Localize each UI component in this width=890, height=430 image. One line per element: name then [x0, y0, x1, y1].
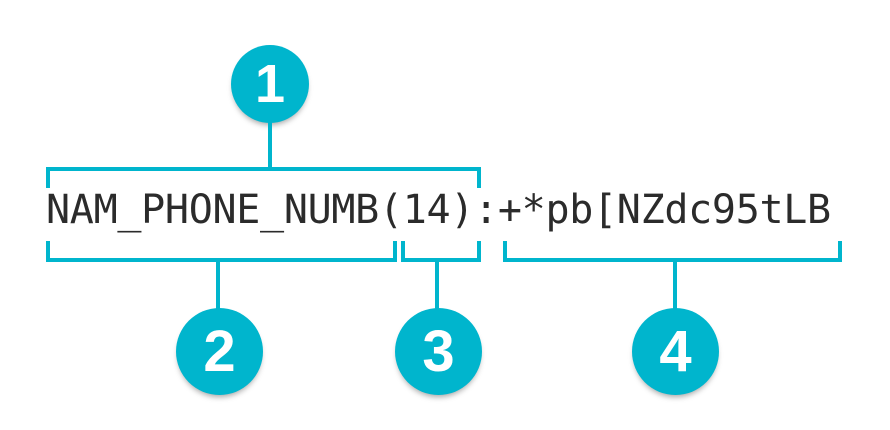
- callout-1-number: 1: [254, 54, 286, 114]
- bracket-length: [401, 241, 481, 262]
- bracket-value: [503, 241, 842, 262]
- callout-1-badge: 1: [231, 45, 309, 123]
- callout-1-connector-line: [268, 120, 272, 168]
- record-string: NAM_PHONE_NUMB(14):+*pb[NZdc95tLB: [46, 188, 831, 232]
- callout-2-badge: 2: [176, 308, 263, 395]
- callout-4-badge: 4: [632, 308, 719, 395]
- callout-3-badge: 3: [395, 308, 482, 395]
- value-text: +*pb[NZdc95tLB: [497, 187, 831, 233]
- callout-2-connector-line: [216, 261, 220, 309]
- callout-2-number: 2: [203, 318, 236, 384]
- callout-3-number: 3: [422, 318, 455, 384]
- callout-3-connector-line: [435, 261, 439, 309]
- callout-4-connector-line: [673, 261, 677, 309]
- length-text: (14): [378, 187, 475, 233]
- separator-text: :: [474, 187, 498, 233]
- callout-4-number: 4: [659, 318, 692, 384]
- field-name-text: NAM_PHONE_NUMB: [46, 187, 379, 233]
- bracket-field-name: [46, 241, 397, 262]
- bracket-name-and-length: [46, 167, 481, 188]
